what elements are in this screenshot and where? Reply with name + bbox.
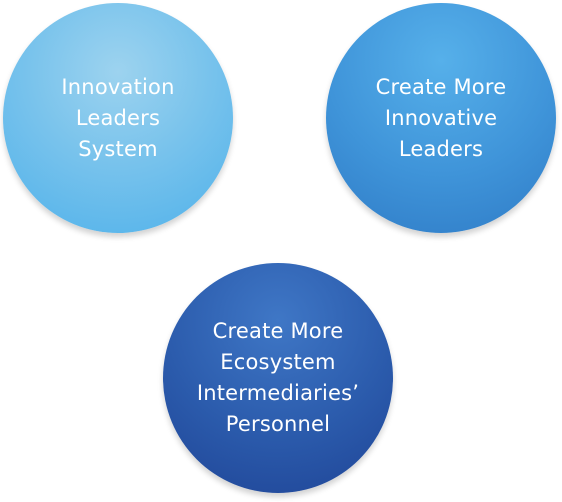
circle-create-more-innovative-leaders: Create More Innovative Leaders: [326, 3, 556, 233]
circle-label: Innovation Leaders System: [61, 74, 175, 161]
circle-label: Create More Innovative Leaders: [375, 74, 507, 161]
circle-label: Create More Ecosystem Intermediaries’ Pe…: [196, 319, 360, 436]
circle-innovation-leaders-system: Innovation Leaders System: [3, 3, 233, 233]
circle-create-more-ecosystem-intermediaries-personnel: Create More Ecosystem Intermediaries’ Pe…: [163, 263, 393, 493]
